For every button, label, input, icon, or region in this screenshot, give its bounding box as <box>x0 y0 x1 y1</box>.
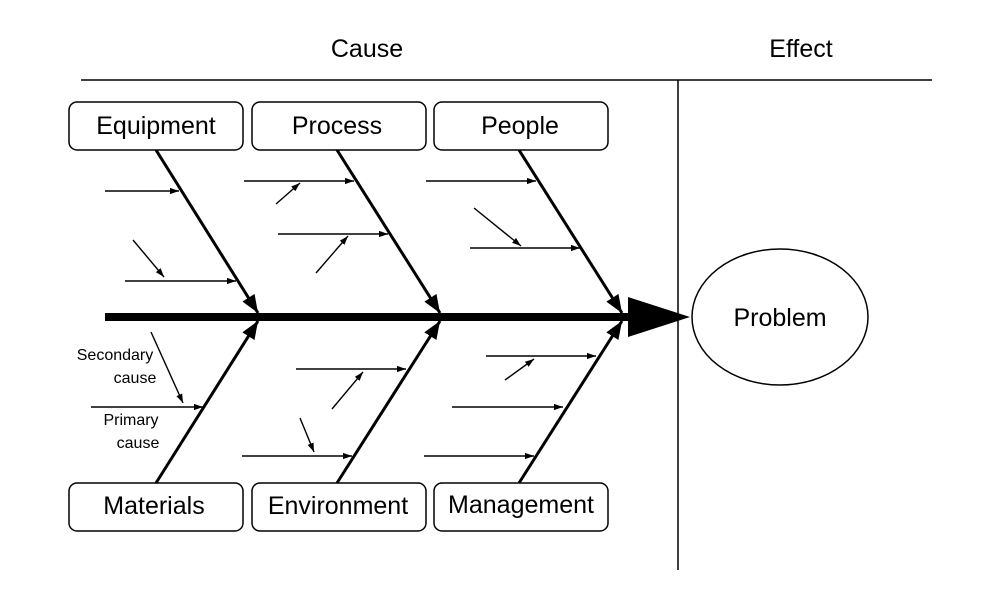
process-bone <box>335 149 442 314</box>
materials-box <box>68 482 244 532</box>
effect-header: Effect <box>769 35 833 63</box>
environment-box <box>251 482 427 532</box>
secondary-cause-arrow <box>275 182 301 205</box>
environment-bone <box>335 320 442 484</box>
process-label: Process <box>292 112 382 140</box>
problem-label: Problem <box>733 304 826 332</box>
management-box <box>433 482 609 532</box>
equipment-box <box>68 101 244 151</box>
management-label: Management <box>448 491 594 519</box>
people-bone <box>517 149 624 314</box>
people-box <box>433 101 609 151</box>
cause-header: Cause <box>331 35 403 63</box>
equipment-label: Equipment <box>96 112 216 140</box>
environment-label: Environment <box>268 492 408 520</box>
secondary-cause-arrow <box>132 239 165 278</box>
materials-bone <box>154 320 260 484</box>
secondary-cause-arrow <box>473 207 522 247</box>
secondary-cause-arrow <box>504 358 535 381</box>
secondary-cause-arrow <box>299 417 315 453</box>
secondary-cause-arrow <box>150 331 184 404</box>
people-label: People <box>481 112 559 140</box>
primary-cause-label-line2: cause <box>117 435 160 452</box>
spine-arrowhead <box>628 297 690 337</box>
secondary-cause-arrow <box>331 371 364 410</box>
secondary-cause-label-line1: Secondary <box>77 347 154 364</box>
secondary-cause-label-line2: cause <box>114 370 157 387</box>
equipment-bone <box>154 149 260 314</box>
secondary-cause-arrow <box>315 235 349 274</box>
process-box <box>251 101 427 151</box>
primary-cause-label-line1: Primary <box>103 412 158 429</box>
materials-label: Materials <box>103 492 204 520</box>
problem-ellipse <box>691 248 869 386</box>
management-bone <box>517 320 624 484</box>
